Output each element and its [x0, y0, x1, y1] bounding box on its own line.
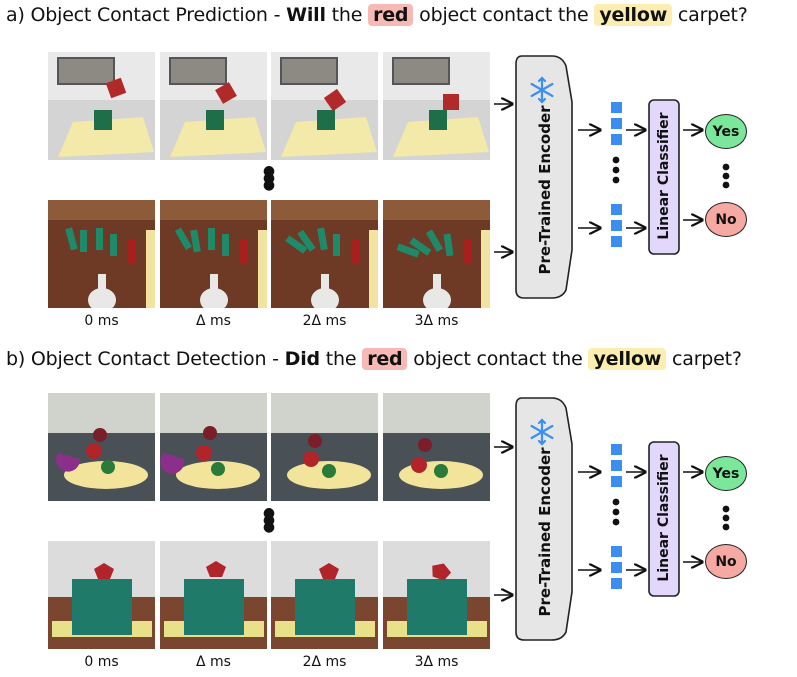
heading-b: b) Object Contact Detection - Did the re… — [6, 348, 742, 370]
yes-output: Yes — [705, 456, 747, 491]
classifier-block — [648, 99, 680, 255]
heading-a: a) Object Contact Prediction - Will the … — [6, 4, 748, 26]
yellow-highlight: yellow — [594, 4, 673, 26]
no-output: No — [705, 544, 747, 579]
classifier-label: Linear Classifier — [656, 454, 672, 582]
frame-a2-t2 — [271, 200, 378, 308]
q-verb-b: Did — [284, 348, 320, 370]
time-label: 2Δ ms — [302, 313, 347, 329]
snowflake-icon — [530, 418, 554, 446]
time-label: 3Δ ms — [414, 654, 459, 670]
time-label: 0 ms — [84, 313, 119, 329]
time-label: 2Δ ms — [302, 654, 347, 670]
frame-b1-t2 — [271, 393, 378, 501]
embedding-token — [611, 220, 622, 231]
frame-a1-t1 — [160, 52, 267, 160]
snowflake-icon — [530, 76, 554, 104]
vertical-ellipsis-icon: ●●● — [262, 163, 276, 193]
frame-b2-t3 — [383, 541, 490, 649]
frame-b1-t3 — [383, 393, 490, 501]
time-label: Δ ms — [196, 654, 231, 670]
q-verb-a: Will — [286, 4, 326, 26]
frame-b2-t0 — [48, 541, 155, 649]
embedding-token — [611, 546, 622, 557]
frame-a2-t0 — [48, 200, 155, 308]
embedding-token — [611, 460, 622, 471]
time-label: 0 ms — [84, 654, 119, 670]
classifier-block — [648, 441, 680, 597]
embedding-token — [611, 134, 622, 145]
frame-b2-t1 — [160, 541, 267, 649]
vertical-ellipsis-icon: ●●● — [262, 505, 276, 535]
encoder-label: Pre-Trained Encoder — [536, 447, 554, 617]
frame-b1-t0 — [48, 393, 155, 501]
encoder-block — [515, 55, 573, 299]
red-highlight: red — [362, 348, 408, 370]
frame-a2-t3 — [383, 200, 490, 308]
red-highlight: red — [368, 4, 414, 26]
frame-b2-t2 — [271, 541, 378, 649]
embedding-token — [611, 444, 622, 455]
frame-a2-t1 — [160, 200, 267, 308]
embedding-token — [611, 102, 622, 113]
frame-a1-t0 — [48, 52, 155, 160]
embedding-token — [611, 578, 622, 589]
time-label: 3Δ ms — [414, 313, 459, 329]
time-label: Δ ms — [196, 313, 231, 329]
embedding-token — [611, 118, 622, 129]
no-output: No — [705, 202, 747, 237]
embedding-token — [611, 204, 622, 215]
embedding-token — [611, 562, 622, 573]
embedding-token — [611, 236, 622, 247]
yellow-highlight: yellow — [588, 348, 667, 370]
frame-a1-t2 — [271, 52, 378, 160]
embedding-token — [611, 476, 622, 487]
yes-output: Yes — [705, 114, 747, 149]
frame-b1-t1 — [160, 393, 267, 501]
frame-a1-t3 — [383, 52, 490, 160]
encoder-block — [515, 397, 573, 641]
